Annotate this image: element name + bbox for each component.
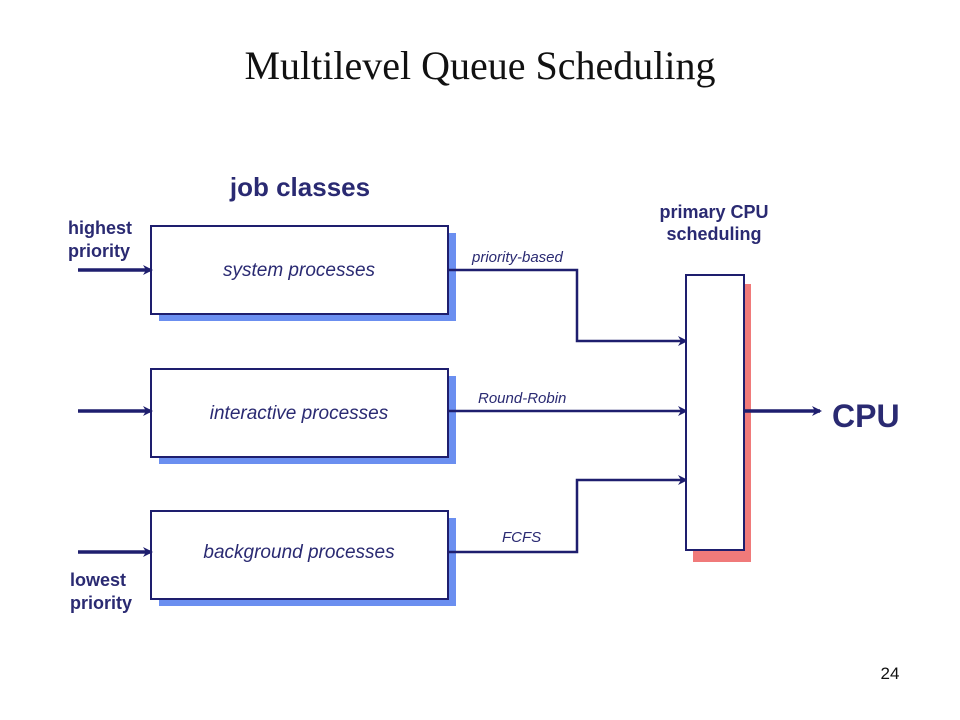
queue-interactive-processes: interactive processes — [150, 368, 456, 464]
lowest-priority-label: lowest priority — [70, 570, 132, 613]
queue-label: system processes — [223, 260, 376, 281]
policy-label-priority-based: priority-based — [471, 249, 564, 266]
cpu-label: CPU — [832, 398, 900, 434]
highest-priority-line-1: highest — [68, 218, 132, 238]
output-path-background — [448, 475, 688, 554]
scheduler-label-line-2: scheduling — [666, 224, 761, 244]
lowest-priority-line-1: lowest — [70, 570, 126, 590]
page-number: 24 — [880, 664, 900, 683]
highest-priority-line-2: priority — [68, 241, 130, 261]
scheduler-box — [685, 274, 745, 551]
highest-priority-label: highest priority — [68, 218, 132, 261]
job-classes-header: job classes — [229, 172, 370, 202]
scheduler-label-line-1: primary CPU — [659, 202, 768, 222]
slide-title: Multilevel Queue Scheduling — [244, 43, 716, 88]
queue-label: interactive processes — [210, 403, 389, 424]
primary-cpu-scheduling-label: primary CPU scheduling — [659, 202, 768, 244]
queue-box — [150, 225, 449, 315]
queue-box — [150, 510, 449, 600]
policy-label-fcfs: FCFS — [502, 529, 541, 546]
queue-label: background processes — [203, 542, 395, 563]
output-path-system — [448, 268, 688, 346]
policy-label-round-robin: Round-Robin — [478, 390, 566, 407]
queue-system-processes: system processes — [150, 225, 456, 321]
lowest-priority-line-2: priority — [70, 593, 132, 613]
queue-background-processes: background processes — [150, 510, 456, 606]
primary-cpu-scheduler — [685, 274, 751, 562]
